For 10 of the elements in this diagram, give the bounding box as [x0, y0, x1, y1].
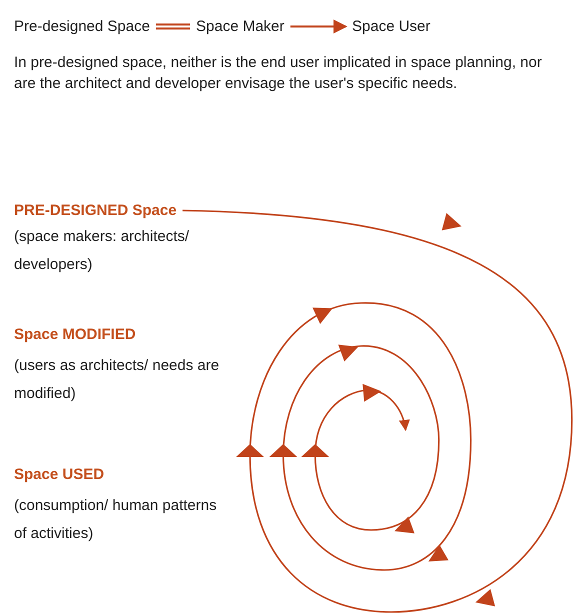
stage-description: (consumption/ human patterns of activities): [14, 496, 218, 544]
stage-description: (users as architects/ needs are modified): [14, 356, 220, 404]
stage-heading: Space USED: [14, 466, 104, 483]
note-text: In pre-designed space, neither is the end user implicated in space planning, nor are the architect and developer envisage the user's specific needs.: [14, 53, 543, 94]
stage-heading: PRE-DESIGNED Space: [14, 202, 177, 219]
term-text: Space User: [352, 18, 430, 35]
stage-heading: Space MODIFIED: [14, 326, 136, 343]
term-text: Space Maker: [196, 18, 284, 35]
stage-description: (space makers: architects/ developers): [14, 227, 190, 275]
term-text: Pre-designed Space: [14, 18, 150, 35]
